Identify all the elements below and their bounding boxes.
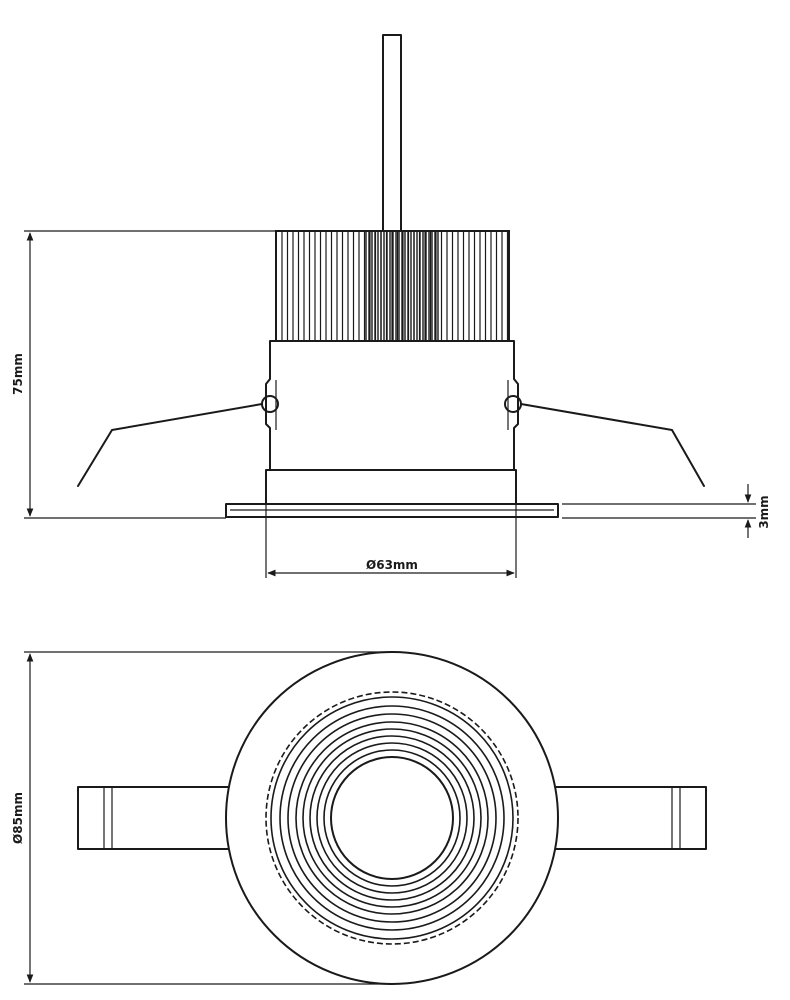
front-collar: [265, 469, 517, 505]
side-view: 75mm 3mm Ø63mm: [11, 34, 771, 578]
heatsink: [275, 230, 510, 342]
dimension-bezel-thickness: 3mm: [562, 484, 771, 538]
spring-clip-left: [77, 395, 279, 487]
baffle-rings: [270, 696, 514, 940]
dimension-bezel-thickness-label: 3mm: [757, 495, 771, 528]
body-housing: [265, 340, 519, 471]
baffle-dashed-ring: [265, 691, 519, 945]
bezel-outer-ring: [225, 651, 559, 985]
front-view: Ø85mm: [11, 651, 707, 985]
baffle-ring: [323, 749, 461, 887]
dimension-height: 75mm: [11, 230, 276, 519]
dimension-body-diameter-label: Ø63mm: [366, 558, 418, 572]
cable: [382, 34, 402, 236]
dimension-body-diameter: Ø63mm: [265, 504, 517, 578]
baffle-ring: [316, 742, 468, 894]
lens-aperture: [330, 756, 454, 880]
clip-arm-right: [545, 786, 707, 850]
dimension-overall-diameter-label: Ø85mm: [11, 792, 25, 844]
baffle-ring: [302, 728, 482, 908]
baffle-ring: [309, 735, 475, 901]
spring-clip-right: [504, 395, 705, 487]
clip-arm-left: [77, 786, 239, 850]
baffle-ring: [279, 705, 505, 931]
dimension-height-label: 75mm: [11, 353, 25, 395]
dimension-overall-diameter: Ø85mm: [11, 651, 392, 985]
baffle-ring: [295, 721, 489, 915]
bezel: [225, 503, 559, 518]
baffle-ring: [270, 696, 514, 940]
baffle-ring: [287, 713, 497, 923]
